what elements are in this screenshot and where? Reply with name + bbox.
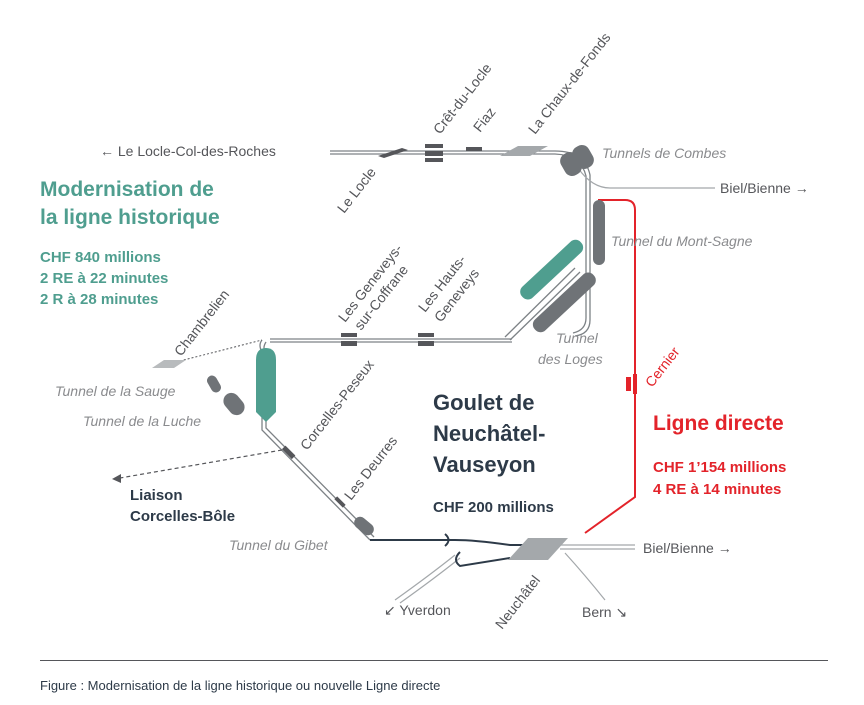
fiaz-station-mark (466, 147, 482, 151)
tunnel-gibet-icon (354, 516, 374, 536)
bern-label: Bern ↘ (582, 604, 627, 620)
liaison-label-line2: Corcelles-Bôle (130, 508, 235, 525)
la-chaux-de-fonds-label: La Chaux-de-Fonds (525, 29, 614, 136)
tunnel-des-loges-label-line1: Tunnel (556, 330, 599, 346)
biel-bienne-bottom-label: Biel/Bienne → (643, 540, 732, 556)
le-locle-label: Le Locle (334, 164, 379, 216)
la-chaux-de-fonds-station-mark (500, 146, 548, 156)
les-hauts-geneveys-station-mark (418, 333, 434, 337)
biel-bienne-top-label: Biel/Bienne → (720, 180, 809, 196)
tunnel-des-loges-label-line2: des Loges (538, 351, 603, 367)
figure-caption: Figure : Modernisation de la ligne histo… (40, 678, 441, 693)
modernisation-title-line1: Modernisation de (40, 178, 214, 201)
ligne-directe-cost: CHF 1’154 millions (653, 459, 786, 476)
goulet-title-line1: Goulet de (433, 390, 534, 415)
modernisation-title-line2: la ligne historique (40, 206, 220, 229)
tunnel-luche-icon (223, 392, 245, 416)
tunnel-de-la-luche-label: Tunnel de la Luche (83, 413, 201, 429)
corcelles-new-tunnel-icon (256, 348, 276, 422)
ligne-directe-title: Ligne directe (653, 412, 784, 435)
le-locle-station-mark (378, 148, 408, 158)
yverdon-label: ↙ Yverdon (384, 602, 451, 618)
cernier-label: Cernier (642, 344, 683, 390)
goulet-title-line2: Neuchâtel- (433, 421, 545, 446)
neuchatel-station-mark (508, 538, 568, 560)
cret-du-locle-station-mark (425, 144, 443, 148)
modernisation-cost: CHF 840 millions (40, 249, 161, 266)
chambrelien-station-mark (152, 360, 186, 368)
ligne-directe-track (584, 199, 637, 534)
tunnel-sauge-icon (207, 375, 221, 393)
goulet-cost: CHF 200 millions (433, 499, 554, 516)
les-geneveys-station-mark (341, 333, 357, 337)
tunnel-du-gibet-label: Tunnel du Gibet (229, 537, 329, 553)
corcelles-peseux-station-mark (281, 445, 296, 460)
modernisation-r: 2 R à 28 minutes (40, 291, 158, 308)
tunnel-du-mont-sagne-label: Tunnel du Mont-Sagne (611, 233, 753, 249)
tunnel-combes-icon (560, 145, 594, 176)
les-deurres-label: Les Deurres (341, 433, 401, 503)
tunnel-loges-new-icon (520, 239, 584, 300)
le-locle-col-des-roches-label: ← Le Locle-Col-des-Roches (100, 143, 276, 159)
tunnel-de-la-sauge-label: Tunnel de la Sauge (55, 383, 176, 399)
modernisation-re: 2 RE à 22 minutes (40, 270, 168, 287)
tunnel-loges-icon (532, 272, 596, 333)
les-deurres-station-mark (334, 496, 346, 508)
tunnel-mont-sagne-icon (593, 200, 605, 265)
chambrelien-label: Chambrelien (171, 286, 232, 358)
corcelles-peseux-label: Corcelles-Peseux (297, 357, 377, 453)
caption-divider (40, 660, 828, 661)
liaison-label-line1: Liaison (130, 487, 183, 504)
goulet-tracks (370, 533, 560, 568)
tunnels (207, 145, 605, 536)
fiaz-label: Fiaz (470, 104, 499, 135)
cernier-station-mark (626, 377, 631, 391)
neuchatel-label: Neuchâtel (492, 572, 543, 632)
ligne-directe-re: 4 RE à 14 minutes (653, 481, 781, 498)
goulet-title-line3: Vauseyon (433, 452, 536, 477)
station-marks (152, 144, 568, 560)
tunnels-de-combes-label: Tunnels de Combes (602, 145, 726, 161)
